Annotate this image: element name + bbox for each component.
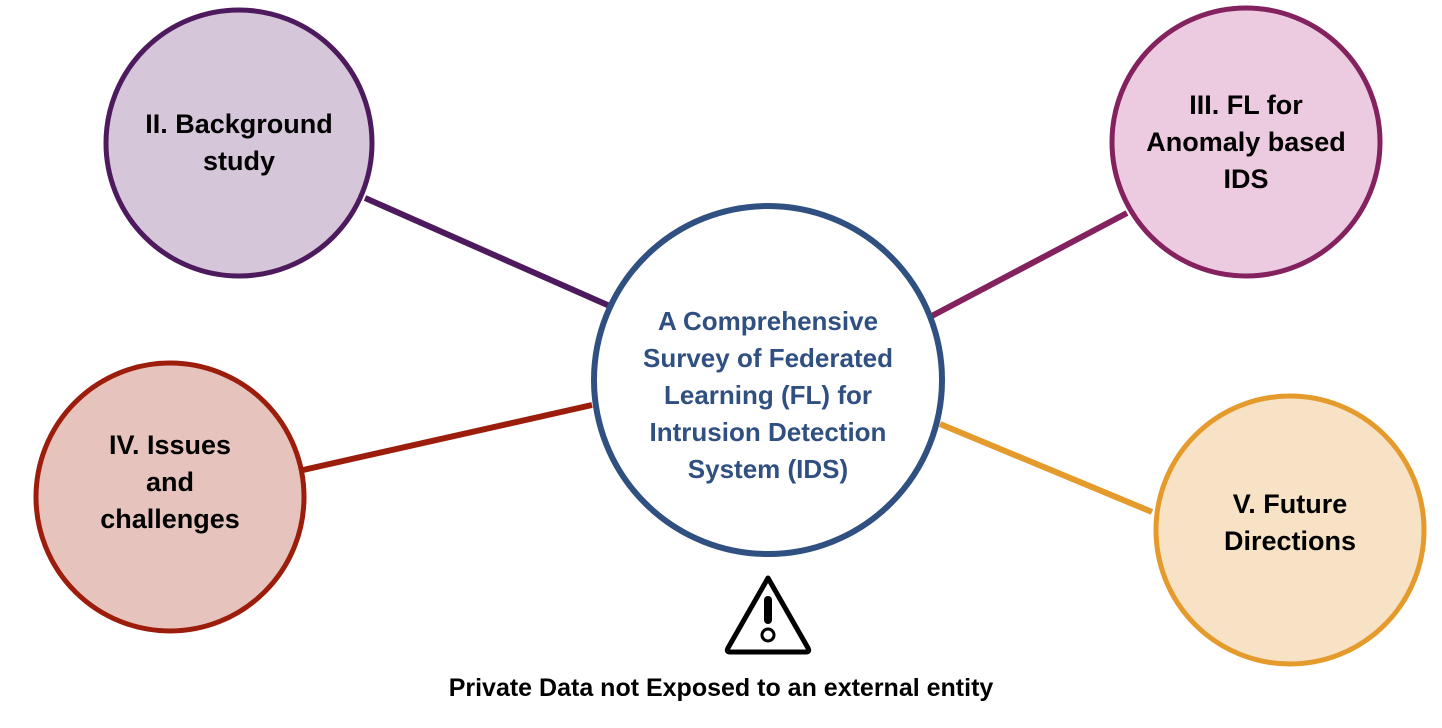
node-issues-label: IV. Issues and challenges — [100, 429, 240, 534]
node-future-circle — [1153, 393, 1427, 667]
node-anomaly-label-box: III. FL for Anomaly based IDS — [1126, 72, 1366, 212]
connector-future — [938, 421, 1154, 515]
node-anomaly-label: III. FL for Anomaly based IDS — [1146, 89, 1346, 194]
node-anomaly-circle — [1109, 5, 1383, 279]
node-background-label: II. Background study — [145, 109, 333, 176]
node-future-label-box: V. Future Directions — [1170, 463, 1410, 583]
center-node-circle — [591, 203, 945, 557]
warning-triangle-icon — [724, 575, 812, 655]
connector-background — [363, 195, 614, 310]
connector-anomaly — [926, 210, 1129, 321]
center-node-label: A Comprehensive Survey of Federated Lear… — [643, 305, 893, 484]
node-background-label-box: II. Background study — [119, 83, 359, 203]
node-background-circle — [103, 7, 375, 279]
node-issues-circle — [33, 360, 307, 634]
connector-issues — [302, 402, 593, 473]
privacy-note: Private Data not Exposed to an external … — [448, 674, 994, 702]
node-issues-label-box: IV. Issues and challenges — [50, 412, 290, 552]
center-node-label-box: A Comprehensive Survey of Federated Lear… — [603, 300, 933, 490]
node-future-label: V. Future Directions — [1223, 489, 1357, 556]
